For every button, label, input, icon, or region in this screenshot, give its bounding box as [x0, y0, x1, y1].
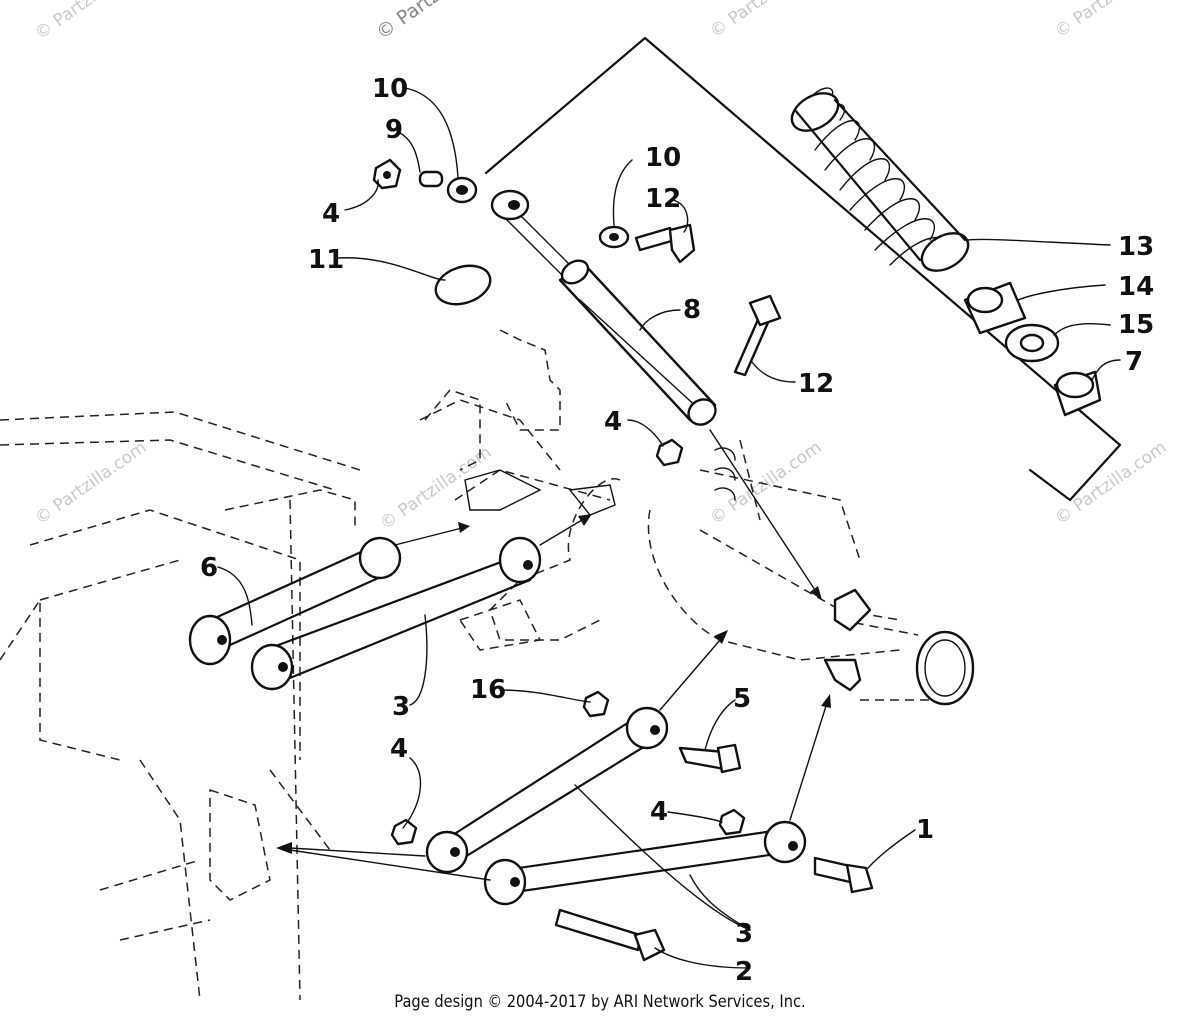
page-footer: Page design © 2004-2017 by ARI Network S… [394, 992, 806, 1012]
axle-bracket [823, 658, 862, 692]
callout-9: 9 [385, 115, 403, 145]
upper-link-3 [250, 536, 542, 691]
callout-13: 13 [1118, 232, 1154, 262]
callout-4: 4 [604, 407, 622, 437]
upper-trailing-link [188, 536, 402, 666]
top-mount-hardware [372, 158, 782, 467]
callout-6: 6 [200, 553, 218, 583]
callout-15: 15 [1118, 310, 1154, 340]
lower-mount-hardware [390, 690, 874, 962]
upper-frame-bracket [424, 329, 616, 516]
callout-14: 14 [1118, 272, 1154, 302]
watermark: © Partzilla.com [706, 0, 825, 42]
rear-axle-housing [458, 439, 975, 706]
callout-16: 16 [470, 675, 506, 705]
assembly-arrows [276, 429, 831, 881]
callout-12: 12 [645, 184, 681, 214]
spring-adjuster-parts [963, 281, 1102, 417]
lower-link-3 [425, 706, 807, 906]
watermark: © Partzilla.com [376, 442, 495, 534]
callout-7: 7 [1125, 347, 1143, 377]
callout-4: 4 [322, 199, 340, 229]
callout-4: 4 [650, 797, 668, 827]
callout-10: 10 [372, 74, 408, 104]
coil-spring [790, 87, 970, 272]
watermark: © Partzilla.com [1051, 437, 1170, 529]
callout-11: 11 [308, 245, 344, 275]
callout-4: 4 [390, 734, 408, 764]
callout-10: 10 [645, 143, 681, 173]
leader-lines [217, 87, 1121, 969]
spring-kit-box [484, 36, 1122, 502]
callout-3: 3 [735, 919, 753, 949]
shock-absorber [490, 189, 717, 426]
callout-8: 8 [683, 295, 701, 325]
watermark: © Partzilla.com [1051, 0, 1170, 42]
callout-labels: 1 2 3 3 4 4 4 4 5 6 7 8 9 10 10 11 12 12… [200, 74, 1154, 987]
callout-12: 12 [798, 369, 834, 399]
watermark: © Partzilla.com [31, 0, 150, 44]
callout-2: 2 [735, 957, 753, 987]
callout-1: 1 [916, 815, 934, 845]
watermarks: © Partzilla.com © Partzilla.com © Partzi… [31, 0, 1170, 534]
axle-tube-end [915, 630, 975, 706]
axle-bracket-upper [833, 588, 872, 632]
callout-3: 3 [392, 692, 410, 722]
watermark-top: © Partzilla.com [372, 0, 505, 44]
callout-5: 5 [733, 684, 751, 714]
